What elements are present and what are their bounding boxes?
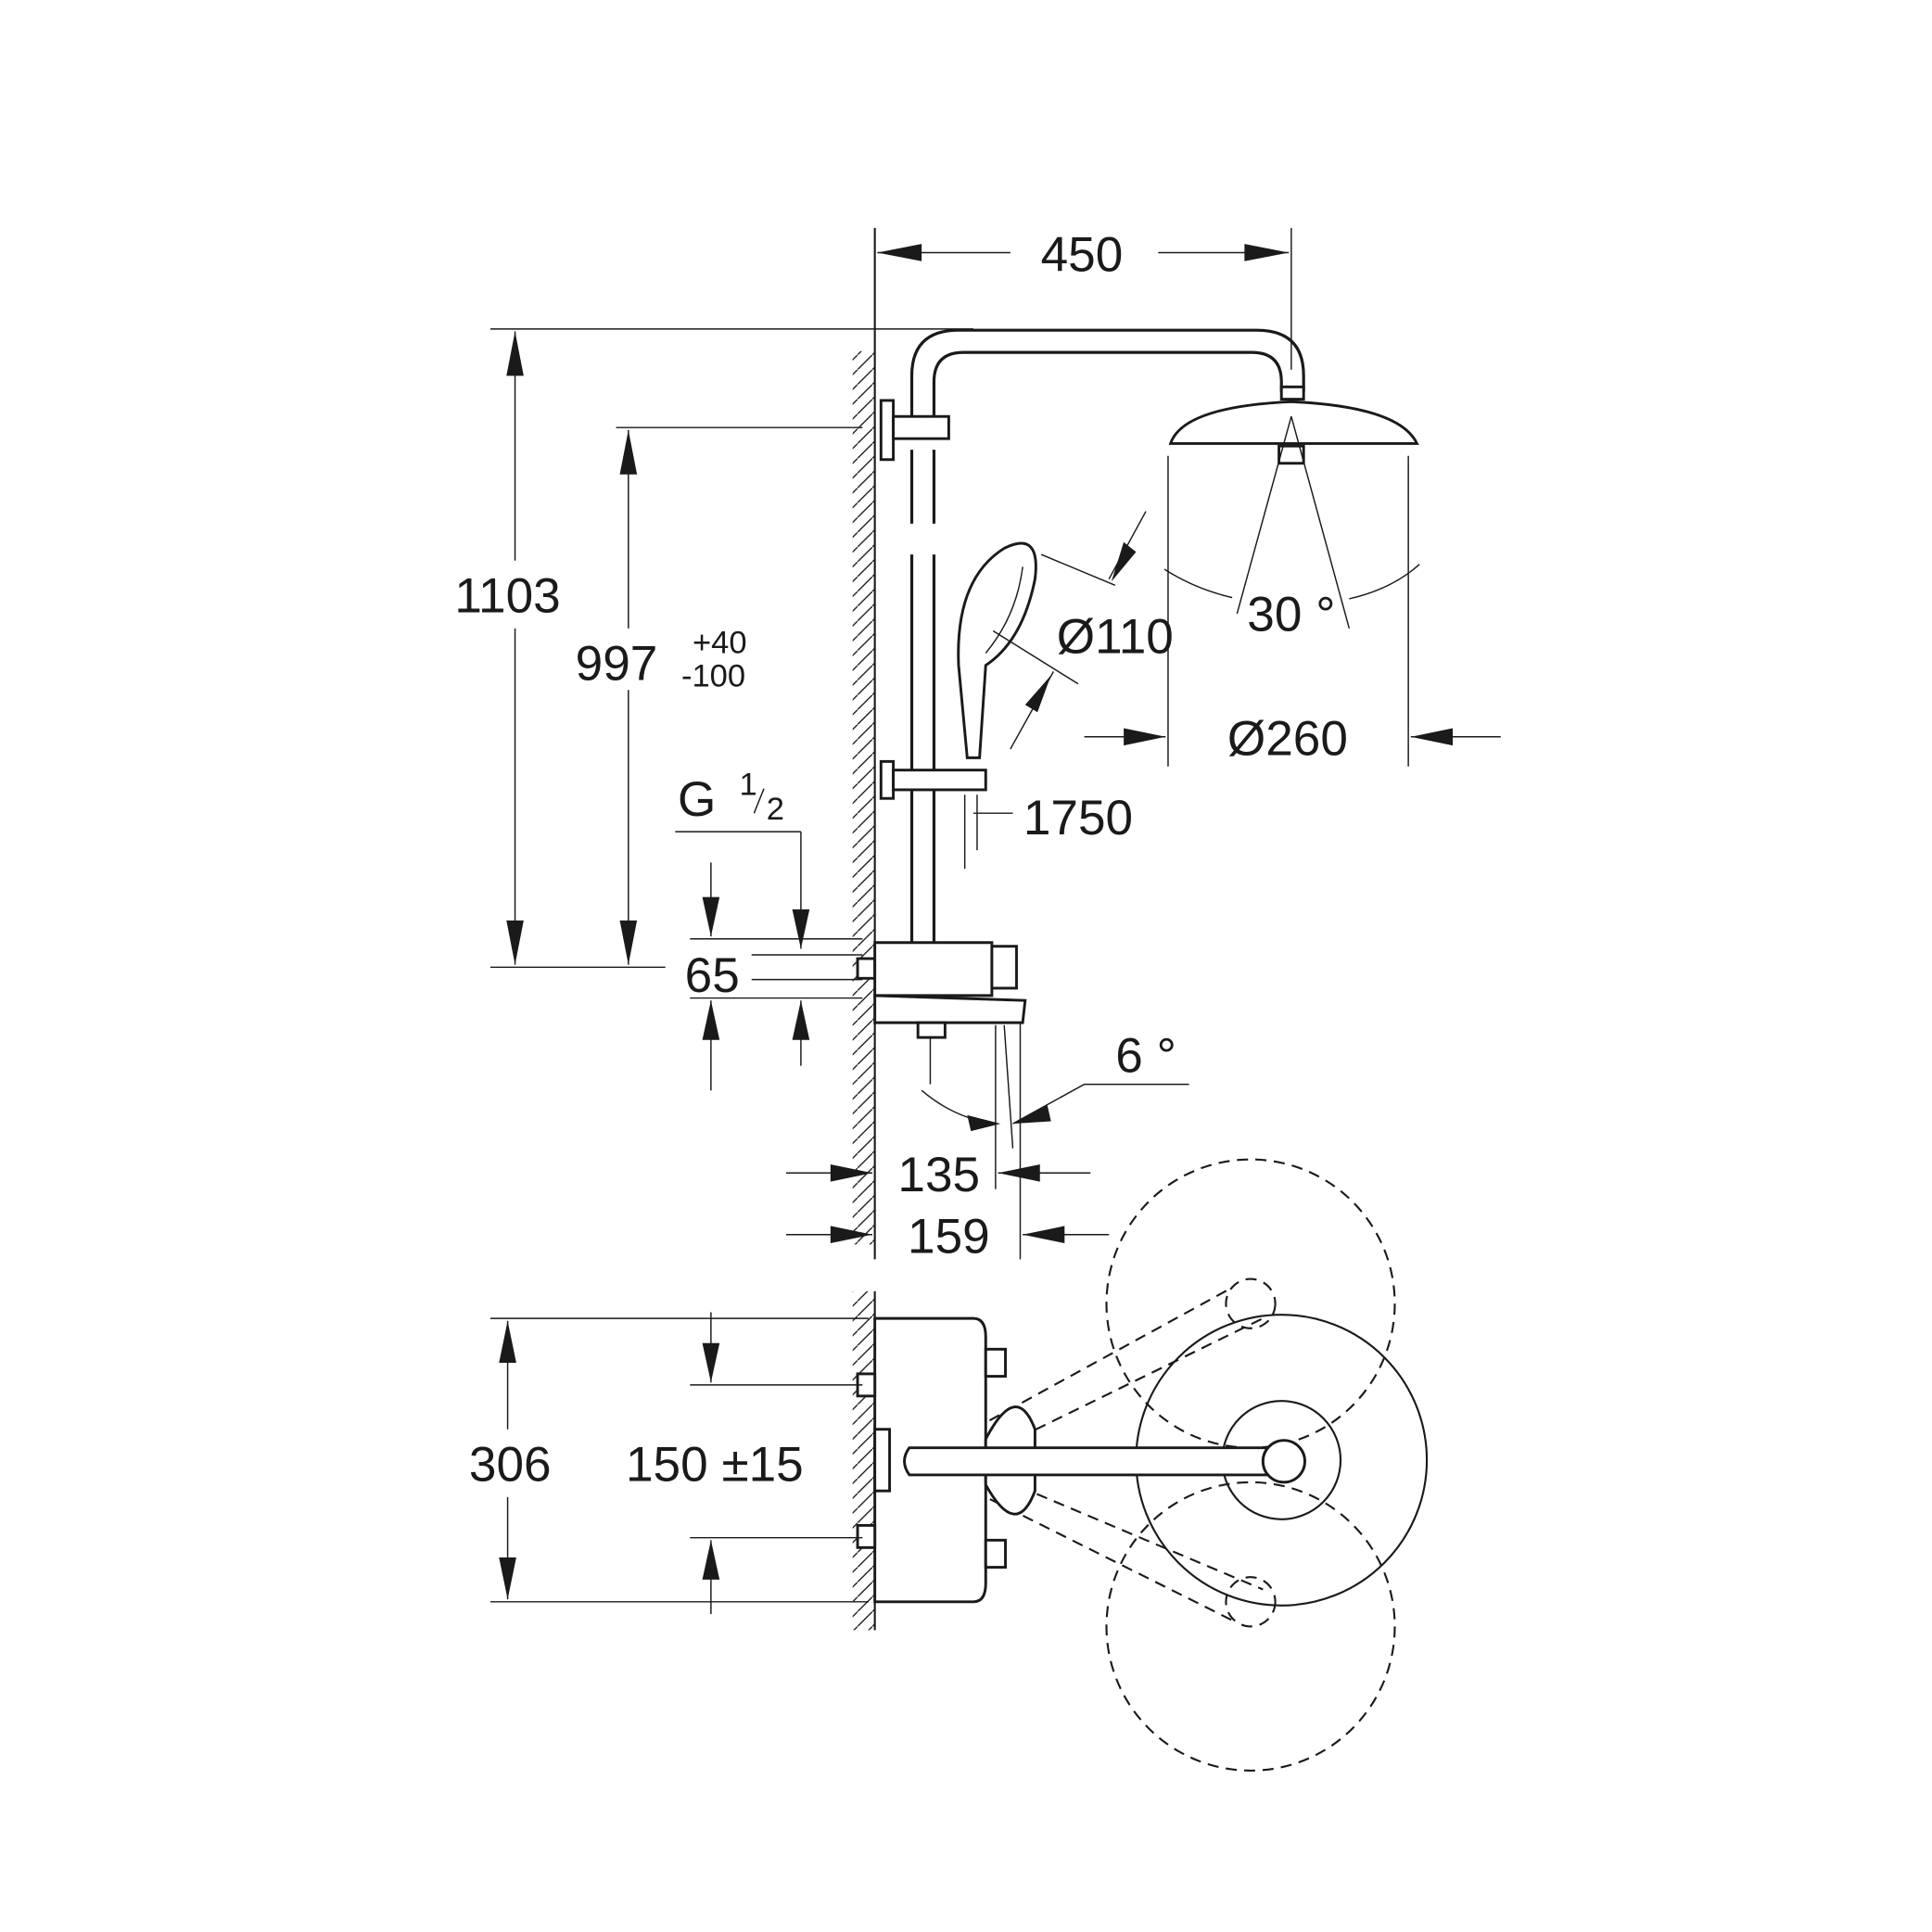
dim-260: Ø260 <box>1084 712 1501 767</box>
shower-riser <box>879 328 1305 943</box>
dim-450: 450 <box>877 227 1292 370</box>
svg-text:G: G <box>678 772 716 827</box>
dim-plan: 306 150 ±15 <box>469 1312 870 1615</box>
head-shower: 30 ° <box>1163 400 1420 767</box>
svg-text:159: 159 <box>908 1210 990 1265</box>
svg-text:6 °: 6 ° <box>1115 1028 1176 1083</box>
svg-text:65: 65 <box>685 948 740 1003</box>
wall-elevation <box>852 227 876 1260</box>
svg-text:306: 306 <box>469 1438 552 1493</box>
svg-text:+40: +40 <box>693 625 747 660</box>
thermostat-elevation: 6 ° <box>856 941 1189 1189</box>
wall-plan <box>852 1290 876 1631</box>
svg-text:2: 2 <box>767 792 784 827</box>
svg-text:135: 135 <box>897 1148 980 1202</box>
svg-text:997: 997 <box>576 637 658 692</box>
svg-text:1103: 1103 <box>454 569 560 624</box>
dim-997: 997 +40 -100 <box>576 426 863 965</box>
svg-text:Ø110: Ø110 <box>1057 609 1174 664</box>
svg-text:Ø260: Ø260 <box>1227 712 1348 767</box>
svg-text:450: 450 <box>1041 227 1124 282</box>
plan-view <box>856 1158 1429 1772</box>
dim-depth: 135 159 <box>785 1023 1110 1265</box>
svg-text:30 °: 30 ° <box>1247 587 1335 642</box>
dim-1103: 1103 <box>454 328 973 969</box>
dim-inlet: G 1 2 65 <box>675 767 863 1091</box>
svg-text:-100: -100 <box>681 658 745 693</box>
hand-shower: Ø110 1750 <box>957 511 1174 870</box>
svg-text:1750: 1750 <box>1023 791 1133 845</box>
svg-text:150 ±15: 150 ±15 <box>626 1438 804 1493</box>
svg-text:1: 1 <box>739 767 756 802</box>
